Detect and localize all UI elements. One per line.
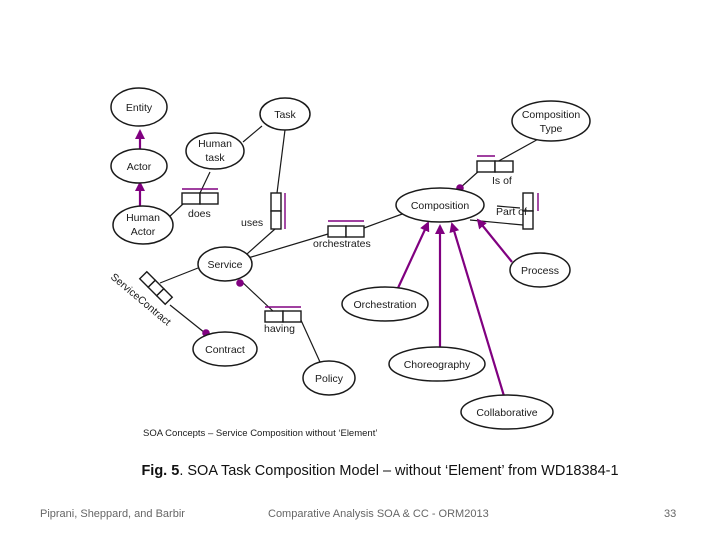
role-box-uses-2 [270,210,282,230]
edge-isof-comptype [494,136,543,164]
label-composition-type-1: Composition [522,109,581,121]
node-composition-type [511,100,591,142]
role-box-orchestrates-1 [327,225,347,238]
node-collaborative [460,394,554,430]
node-process [509,252,571,288]
rel-label-uses: uses [241,217,263,229]
role-box-having-2 [282,310,302,323]
node-human-task [185,132,245,170]
edge-does-human-task [199,171,211,194]
edge-service-orchestrates [247,233,329,259]
label-human-task-2: task [205,152,225,164]
label-composition-type-2: Type [540,123,563,135]
footer-title: Comparative Analysis SOA & CC - ORM2013 [268,508,489,520]
diagram-caption: SOA Concepts – Service Composition witho… [143,428,377,439]
label-human-actor-1: Human [126,212,160,224]
edge-composition-partof [496,205,521,209]
role-box-orchestrates-2 [345,225,365,238]
role-box-does-1 [181,192,201,205]
rel-label-does: does [188,208,211,220]
node-service [197,246,253,282]
edge-human-task-task [242,125,263,143]
edge-having-policy [299,317,321,363]
label-contract: Contract [205,344,245,356]
edge-task-uses [276,129,286,194]
node-task [259,97,311,131]
role-box-does-2 [199,192,219,205]
label-policy: Policy [315,373,344,385]
rel-label-isof: Is of [492,175,512,187]
edge-service-having [239,279,276,314]
role-box-uses-1 [270,192,282,212]
label-entity: Entity [126,102,153,114]
label-process: Process [521,265,559,277]
role-box-having-1 [264,310,284,323]
label-collaborative: Collaborative [476,407,537,419]
edge-orchestrates-composition [363,212,406,229]
edge-service-servicecontract [159,267,199,284]
label-service: Service [207,259,242,271]
label-orchestration: Orchestration [353,299,416,311]
edge-servicecontract-contract [169,304,206,334]
role-box-isof-2 [494,160,514,173]
node-contract [192,331,258,367]
rel-label-orchestrates: orchestrates [313,238,371,250]
arrow-orchestration-composition [397,221,430,289]
node-human-actor [112,205,174,245]
label-task: Task [274,109,296,121]
label-human-task-1: Human [198,138,232,150]
arrow-collaborative-composition [449,222,506,397]
rel-label-having: having [264,323,295,335]
role-box-isof-1 [476,160,496,173]
node-entity [110,87,168,127]
footer-page-number: 33 [664,508,677,520]
label-composition: Composition [411,200,470,212]
role-box-servicecontract-3 [155,287,174,306]
arrow-process-composition [476,218,513,263]
figure-caption-text: . SOA Task Composition Model – without ‘… [179,463,619,479]
node-choreography [388,346,486,382]
label-actor: Actor [127,161,152,173]
node-actor [110,148,168,184]
edge-human-actor-does [167,203,184,219]
edge-composition-isof [459,169,481,189]
node-orchestration [341,286,429,322]
role-box-partof-2 [522,210,534,230]
node-composition [395,187,485,223]
role-dot-service [236,279,244,287]
footer-authors: Piprani, Sheppard, and Barbir [40,508,185,520]
soa-composition-diagram: Entity Actor Human Actor Human task Task… [108,87,591,439]
figure-caption-label: Fig. 5 [141,463,180,479]
node-policy [302,360,356,396]
label-choreography: Choreography [404,359,471,371]
label-human-actor-2: Actor [131,226,156,238]
figure-caption: Fig. 5. SOA Task Composition Model – wit… [0,463,720,479]
rel-label-partof: Part of [496,206,527,218]
